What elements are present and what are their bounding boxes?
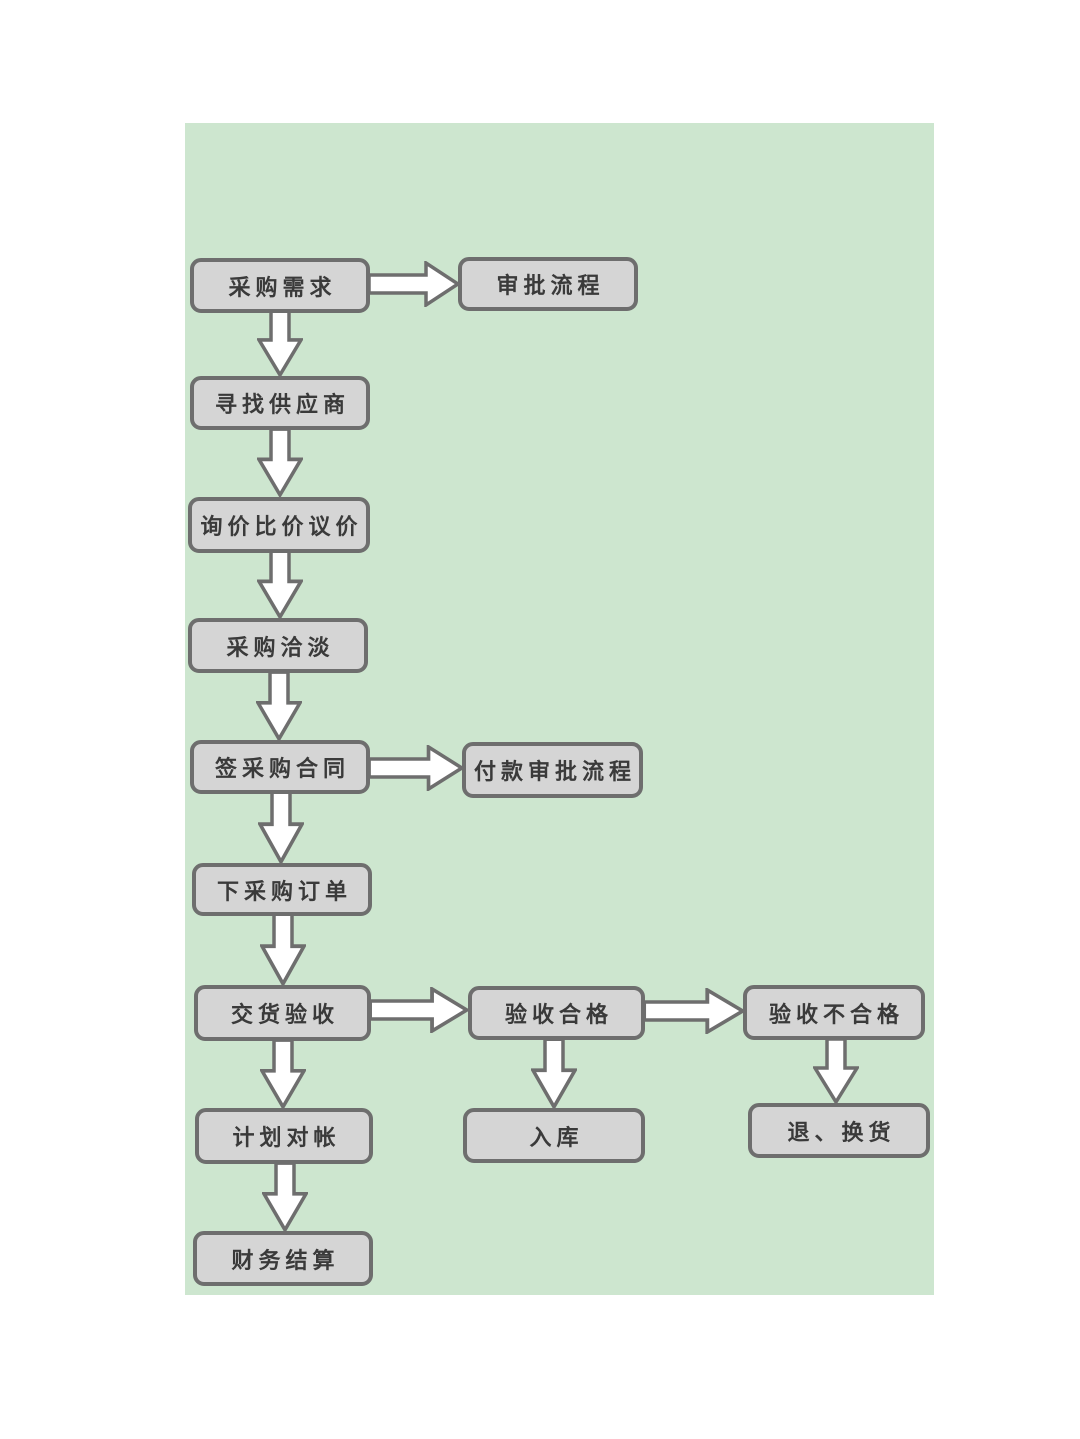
- node-label: 财务结算: [231, 1247, 340, 1274]
- node-payment-approval: 付款审批流程: [462, 742, 643, 798]
- node-inquiry-compare-negotiate: 询价比价议价: [188, 497, 370, 553]
- node-label: 寻找供应商: [214, 392, 350, 418]
- node-sign-contract: 签采购合同: [190, 740, 370, 794]
- node-warehouse-in: 入库: [463, 1108, 645, 1163]
- node-label: 询价比价议价: [200, 514, 363, 540]
- node-find-supplier: 寻找供应商: [190, 376, 370, 430]
- node-purchase-talk: 采购洽淡: [188, 618, 368, 673]
- arrow-down-icon: [257, 550, 303, 619]
- node-approval-process: 审批流程: [458, 257, 638, 311]
- arrow-right-icon: [643, 988, 745, 1034]
- flowchart-canvas: 采购需求 寻找供应商 询价比价议价 采购洽淡 签采购合同 下采购订单 交货验收 …: [185, 123, 934, 1295]
- node-label: 验收不合格: [768, 1001, 904, 1028]
- node-label: 交货验收: [230, 1002, 339, 1028]
- node-label: 退、换货: [787, 1119, 896, 1146]
- arrow-down-icon: [262, 1162, 308, 1232]
- node-label: 采购需求: [228, 274, 337, 301]
- arrow-down-icon: [258, 791, 304, 864]
- node-label: 采购洽淡: [226, 634, 335, 661]
- arrow-down-icon: [257, 428, 303, 497]
- node-purchase-request: 采购需求: [190, 258, 370, 313]
- node-return-exchange: 退、换货: [748, 1103, 930, 1158]
- arrow-right-icon: [368, 261, 460, 307]
- arrow-right-icon: [369, 987, 469, 1033]
- node-delivery-inspection: 交货验收: [194, 985, 371, 1041]
- node-place-order: 下采购订单: [192, 863, 372, 916]
- node-label: 计划对帐: [232, 1125, 341, 1151]
- arrow-down-icon: [531, 1038, 577, 1109]
- arrow-down-icon: [813, 1038, 859, 1104]
- node-plan-reconcile: 计划对帐: [195, 1108, 373, 1164]
- node-inspection-fail: 验收不合格: [743, 985, 925, 1040]
- arrow-down-icon: [260, 913, 306, 986]
- node-label: 付款审批流程: [473, 759, 636, 785]
- arrow-down-icon: [257, 309, 303, 377]
- node-inspection-pass: 验收合格: [468, 986, 645, 1040]
- arrow-down-icon: [256, 671, 302, 741]
- arrow-down-icon: [260, 1039, 306, 1109]
- node-label: 下采购订单: [216, 878, 352, 905]
- node-financial-settlement: 财务结算: [193, 1231, 373, 1286]
- node-label: 验收合格: [504, 1002, 613, 1028]
- node-label: 入库: [529, 1124, 584, 1151]
- node-label: 签采购合同: [214, 756, 350, 782]
- arrow-right-icon: [368, 745, 464, 791]
- node-label: 审批流程: [496, 273, 605, 299]
